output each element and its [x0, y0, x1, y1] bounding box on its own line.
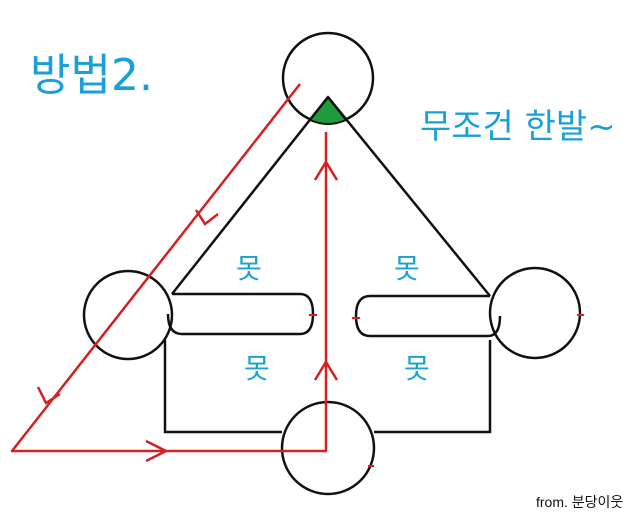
left-circle — [82, 269, 174, 361]
diagram-note: 무조건 한발~ — [420, 107, 616, 147]
lower-box — [163, 340, 492, 434]
arrow-descending-2 — [36, 386, 61, 405]
region-label-bottom-left: 못 — [244, 352, 270, 385]
region-label-top-left: 못 — [236, 252, 262, 285]
arrow-descending-1 — [194, 209, 219, 226]
right-circle — [488, 266, 582, 360]
solution-path — [10, 83, 328, 453]
region-label-bottom-right: 못 — [404, 352, 430, 385]
right-bar — [354, 294, 502, 338]
arrow-up-1 — [313, 359, 339, 381]
bottom-circle — [280, 400, 376, 496]
region-label-top-right: 못 — [394, 252, 420, 285]
arrow-up-2 — [313, 159, 339, 181]
credit-text: from. 분당이웃 — [536, 494, 623, 510]
left-bar — [166, 292, 315, 336]
triangle-left-edge — [171, 96, 329, 295]
triangle-right-edge — [327, 96, 491, 297]
diagram-title: 방법2. — [30, 50, 153, 101]
arrow-right — [145, 439, 169, 463]
